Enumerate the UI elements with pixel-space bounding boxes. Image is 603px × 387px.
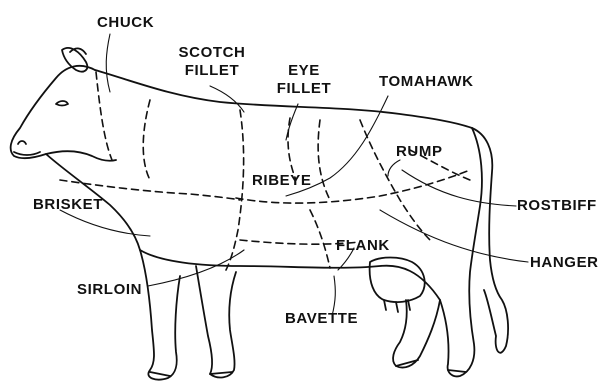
leader-chuck xyxy=(106,34,110,92)
cow-front-leg-1 xyxy=(140,250,180,380)
label-hanger: HANGER xyxy=(530,254,599,272)
cow-udder xyxy=(370,258,425,303)
label-brisket: BRISKET xyxy=(33,196,103,214)
label-scotch-fillet-line2: FILLET xyxy=(172,62,252,80)
cut-line-shoulder xyxy=(226,110,244,270)
cow-mouth xyxy=(14,152,40,155)
cow-front-leg-2 xyxy=(196,266,236,377)
cow-nostril xyxy=(18,141,26,144)
label-rump: RUMP xyxy=(396,143,443,161)
label-sirloin: SIRLOIN xyxy=(77,281,142,299)
cut-line-rib xyxy=(143,100,150,180)
cow-eye xyxy=(56,101,68,106)
label-scotch-fillet-line1: SCOTCH xyxy=(172,44,252,62)
label-rostbiff: ROSTBIFF xyxy=(517,197,597,215)
cut-line-flank xyxy=(310,210,330,268)
label-scotch-fillet: SCOTCH FILLET xyxy=(172,44,252,80)
cow-head xyxy=(11,66,116,161)
label-tomahawk: TOMAHAWK xyxy=(379,73,474,91)
cut-line-tomahawk xyxy=(318,120,330,200)
leader-rump xyxy=(388,160,400,176)
leader-hanger xyxy=(380,210,528,262)
label-bavette: BAVETTE xyxy=(285,310,358,328)
label-eye-fillet: EYE FILLET xyxy=(274,62,334,98)
label-flank: FLANK xyxy=(336,237,390,255)
label-eye-fillet-line1: EYE xyxy=(274,62,334,80)
label-ribeye: RIBEYE xyxy=(252,172,311,190)
leader-scotch-fillet xyxy=(210,86,244,112)
label-eye-fillet-line2: FILLET xyxy=(274,80,334,98)
cow-tail xyxy=(472,128,508,353)
label-chuck: CHUCK xyxy=(97,14,154,32)
cut-line-neck xyxy=(96,72,112,160)
cut-line-rump xyxy=(360,120,430,240)
cow-hind-leg-2 xyxy=(393,300,440,368)
